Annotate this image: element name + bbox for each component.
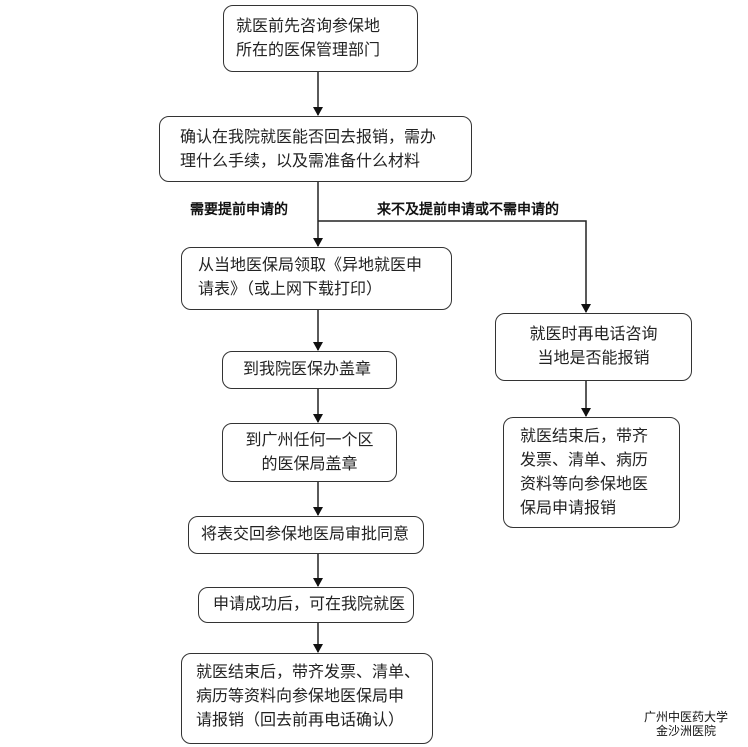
step-text: 请表》（或上网下载打印） <box>198 279 383 298</box>
step-text: 申请成功后，可在我院就医 <box>213 594 406 613</box>
step-confirm-reimbursement: 确认在我院就医能否回去报销，需办 理什么手续，以及需准备什么材料 <box>159 116 472 182</box>
step-text: 到广州任何一个区 <box>245 430 374 449</box>
step-phone-consult: 就医时再电话咨询 当地是否能报销 <box>495 313 692 381</box>
step-application-success: 申请成功后，可在我院就医 <box>198 587 414 623</box>
step-submit-approval: 将表交回参保地医局审批同意 <box>188 516 424 554</box>
step-text: 病历等资料向参保地医保局申 <box>196 686 405 705</box>
branch-label-no-apply: 来不及提前申请或不需申请的 <box>377 202 559 218</box>
step-text: 确认在我院就医能否回去报销，需办 <box>180 127 437 146</box>
step-district-stamp: 到广州任何一个区 的医保局盖章 <box>222 423 397 482</box>
step-claim-reimbursement: 就医结束后，带齐发票、清单、 病历等资料向参保地医保局申 请报销（回去前再电话确… <box>181 653 433 744</box>
step-text: 资料等向参保地医 <box>520 474 649 493</box>
step-text: 所在的医保管理部门 <box>236 40 381 59</box>
step-get-application-form: 从当地医保局领取《异地就医申 请表》（或上网下载打印） <box>181 247 452 310</box>
step-text: 到我院医保办盖章 <box>243 359 372 378</box>
step-claim-reimbursement-direct: 就医结束后，带齐 发票、清单、病历 资料等向参保地医 保局申请报销 <box>503 417 680 528</box>
step-consult-insurance-dept: 就医前先咨询参保地 所在的医保管理部门 <box>223 5 418 72</box>
branch-label-apply-ahead: 需要提前申请的 <box>190 202 288 218</box>
step-hospital-stamp: 到我院医保办盖章 <box>222 351 397 389</box>
step-text: 就医前先咨询参保地 <box>236 16 381 35</box>
step-text: 就医结束后，带齐发票、清单、 <box>196 662 421 681</box>
step-text: 发票、清单、病历 <box>520 450 649 469</box>
step-text: 当地是否能报销 <box>537 348 650 367</box>
step-text: 就医结束后，带齐 <box>520 426 649 445</box>
step-text: 请报销（回去前再电话确认） <box>196 710 405 729</box>
step-text: 从当地医保局领取《异地就医申 <box>198 255 423 274</box>
branch-arrow <box>318 220 591 313</box>
step-text: 的医保局盖章 <box>261 454 358 473</box>
footer-institution: 广州中医药大学 金沙洲医院 <box>632 710 740 738</box>
footer-hospital: 金沙洲医院 <box>655 724 716 738</box>
step-text: 保局申请报销 <box>520 498 617 517</box>
footer-university: 广州中医药大学 <box>643 710 728 724</box>
step-text: 将表交回参保地医局审批同意 <box>201 524 410 543</box>
step-text: 理什么手续，以及需准备什么材料 <box>180 151 421 170</box>
step-text: 就医时再电话咨询 <box>529 324 658 343</box>
